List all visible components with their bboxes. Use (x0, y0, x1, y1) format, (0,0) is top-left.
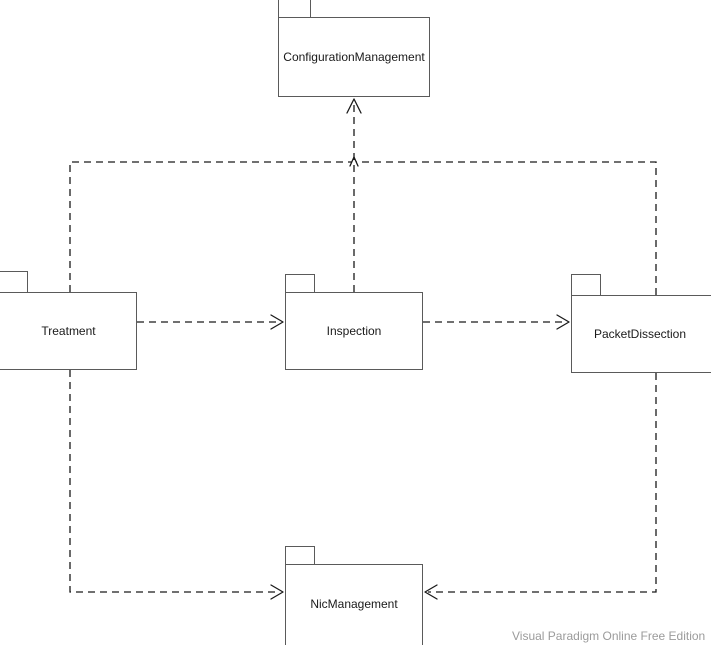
package-tab (278, 0, 311, 18)
package-tab (0, 271, 28, 293)
package-body: NicManagement (285, 564, 423, 645)
package-label: Treatment (41, 324, 96, 338)
dependency-treatment-to-configuration-management (69, 161, 352, 292)
dependency-treatment-to-inspection (137, 314, 284, 330)
package-label: Inspection (326, 324, 382, 338)
dependency-treatment-to-nic-management (69, 370, 284, 600)
package-label: ConfigurationManagement (283, 50, 425, 64)
package-tab (285, 274, 315, 293)
dependency-packet-dissection-to-configuration-management (356, 161, 657, 295)
dependency-inspection-to-packet-dissection (423, 314, 570, 330)
package-label: NicManagement (310, 596, 398, 611)
junction-arrowhead-icon (349, 156, 359, 167)
package-body: ConfigurationManagement (278, 17, 430, 97)
package-tab (571, 274, 601, 296)
dependency-packet-dissection-to-nic-management (424, 373, 657, 600)
dependency-inspection-to-configuration-management (346, 98, 362, 292)
package-label: PacketDissection (593, 327, 687, 341)
watermark-label: Visual Paradigm Online Free Edition (512, 629, 706, 643)
package-body: Treatment (0, 292, 137, 370)
package-body: PacketDissection (571, 295, 711, 373)
package-body: Inspection (285, 292, 423, 370)
package-tab (285, 546, 315, 565)
